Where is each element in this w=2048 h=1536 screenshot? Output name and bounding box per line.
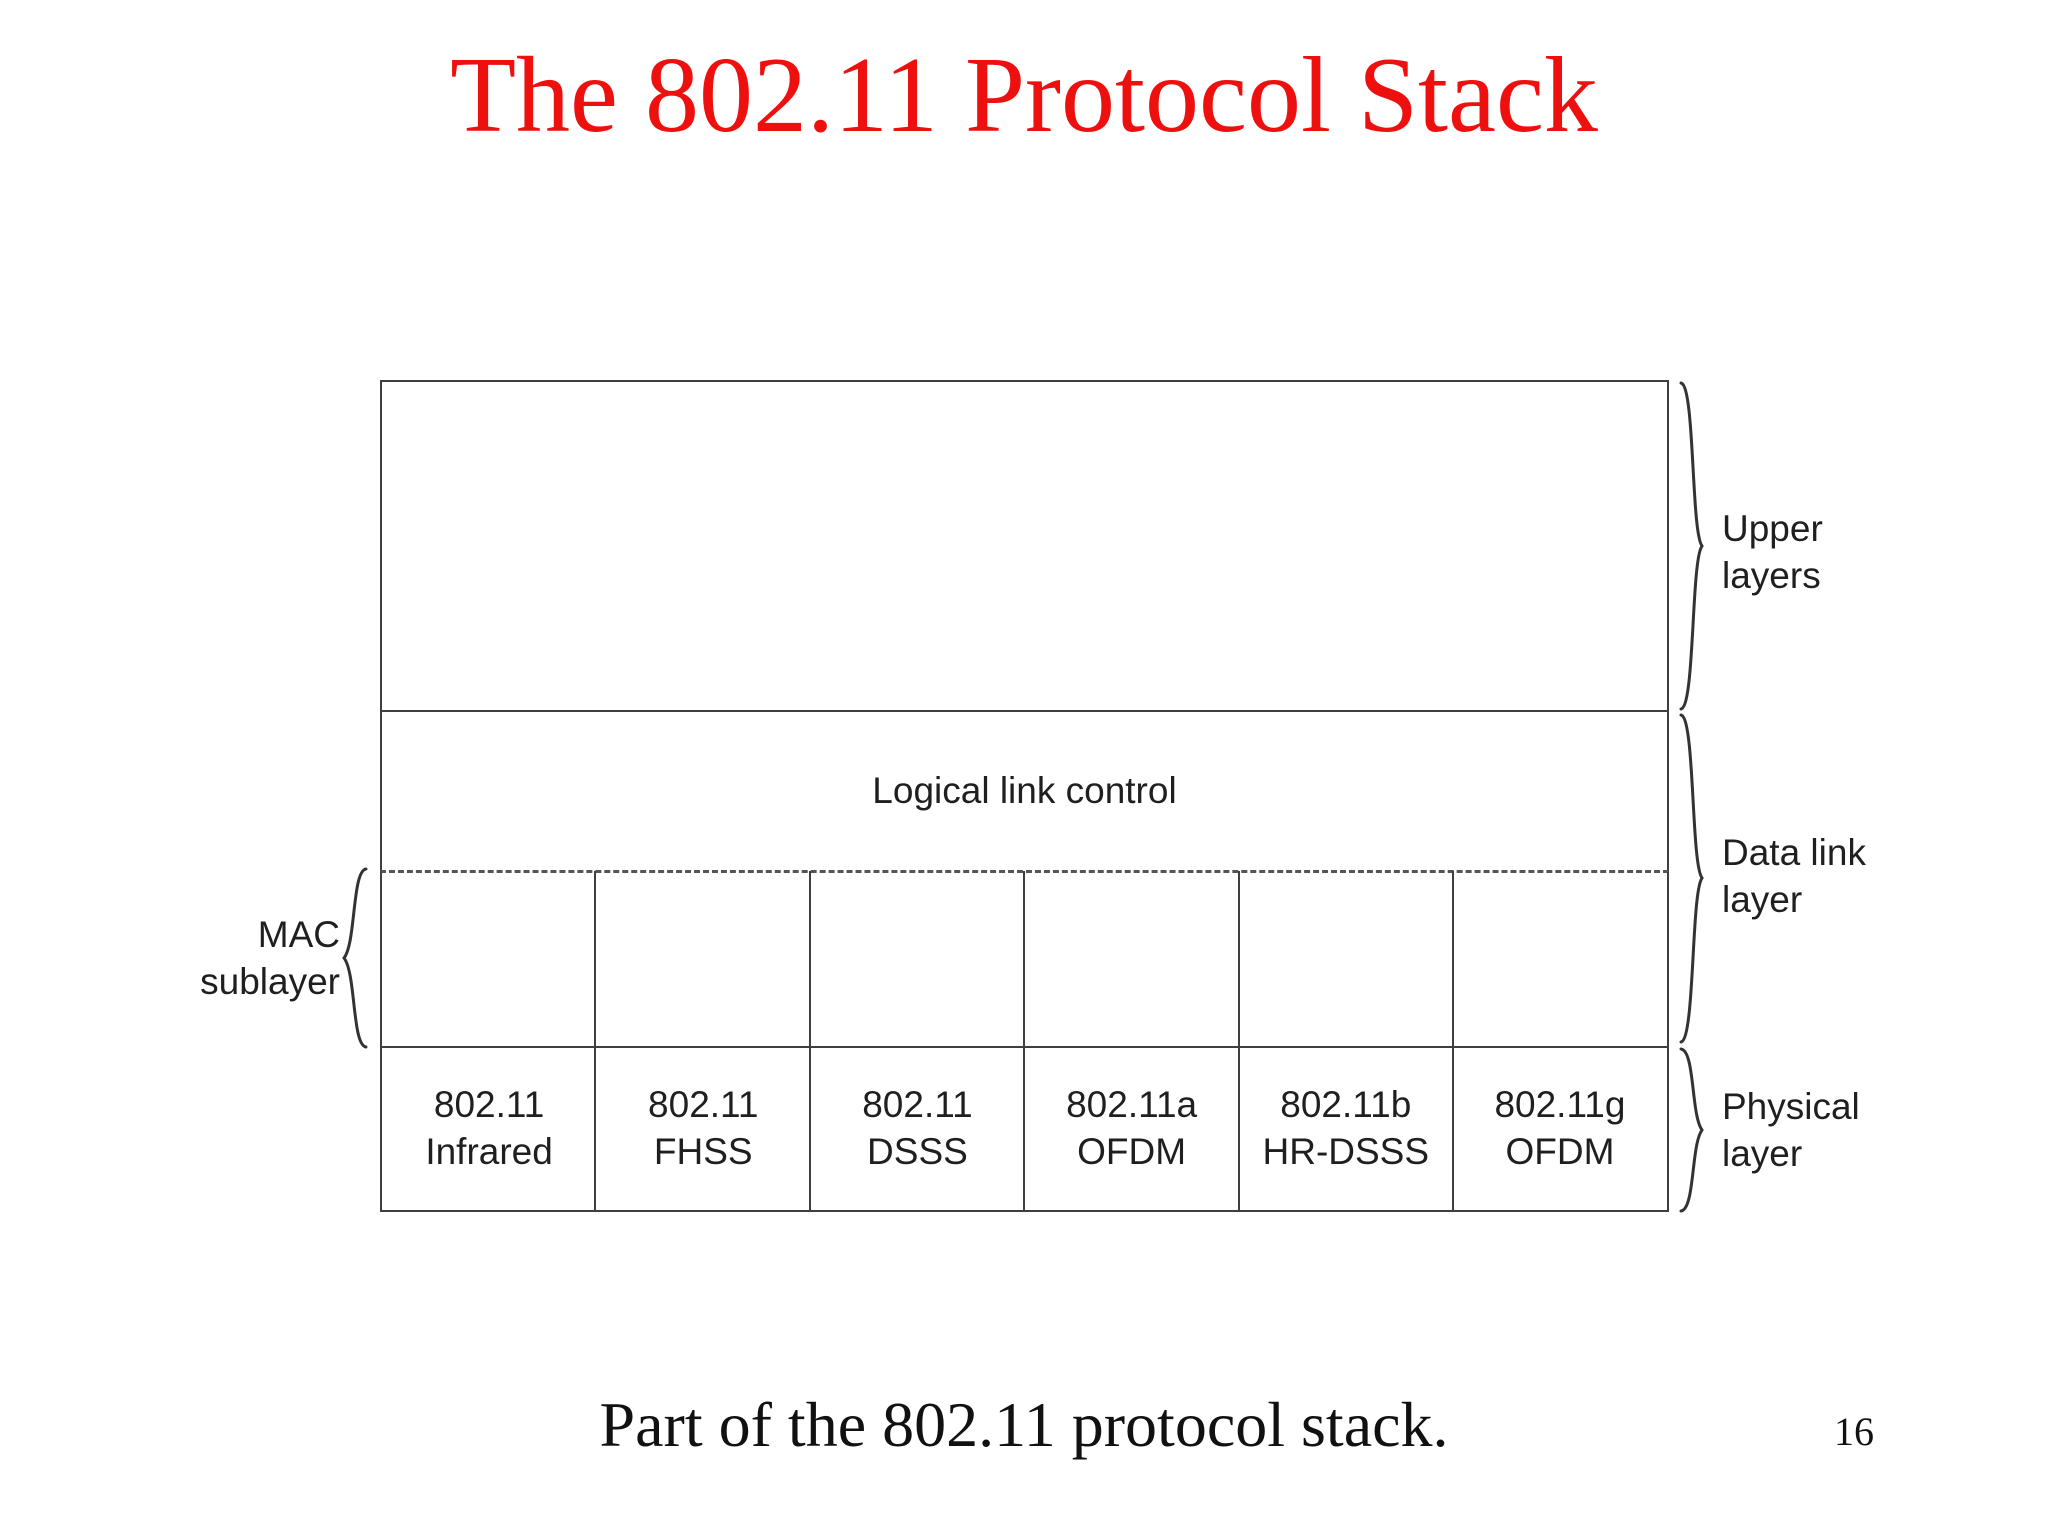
physical-cell-80211-dsss: 802.11 DSSS (810, 1048, 1024, 1210)
physical-cell-label: 802.11g OFDM (1494, 1084, 1626, 1172)
physical-cell-label: 802.11b HR-DSSS (1262, 1084, 1430, 1172)
physical-layer-label: Physical layer (1722, 1086, 1860, 1174)
llc-label: Logical link control (872, 769, 1177, 811)
upper-layers-brace (1679, 381, 1704, 711)
physical-cell-80211a-ofdm: 802.11a OFDM (1025, 1048, 1239, 1210)
upper-layers-box (380, 380, 1669, 710)
slide-title: The 802.11 Protocol Stack (450, 36, 1598, 155)
physical-cell-label: 802.11 Infrared (425, 1084, 553, 1172)
physical-cell-80211-fhss: 802.11 FHSS (596, 1048, 810, 1210)
physical-cell-label: 802.11 DSSS (862, 1084, 973, 1172)
physical-cell-80211-infrared: 802.11 Infrared (382, 1048, 596, 1210)
column-divider (1023, 871, 1025, 1212)
data-link-layer-brace (1679, 713, 1704, 1044)
caption: Part of the 802.11 protocol stack. (599, 1389, 1449, 1460)
upper-layers-label: Upper layers (1722, 508, 1823, 596)
page-number: 16 (1834, 1409, 1874, 1454)
column-divider (1238, 871, 1240, 1212)
physical-cell-label: 802.11a OFDM (1066, 1084, 1198, 1172)
llc-box: Logical link control (380, 710, 1669, 870)
column-divider (809, 871, 811, 1212)
mac-sublayer-label: MAC sublayer (200, 914, 340, 1002)
data-link-layer-label: Data link layer (1722, 832, 1866, 920)
physical-cell-label: 802.11 FHSS (648, 1084, 759, 1172)
physical-cell-80211g-ofdm: 802.11g OFDM (1453, 1048, 1667, 1210)
column-divider (1452, 871, 1454, 1212)
physical-layer-brace (1679, 1047, 1704, 1213)
physical-cell-80211b-hrdsss: 802.11b HR-DSSS (1239, 1048, 1453, 1210)
mac-sublayer-brace (342, 867, 368, 1049)
column-divider (594, 871, 596, 1212)
